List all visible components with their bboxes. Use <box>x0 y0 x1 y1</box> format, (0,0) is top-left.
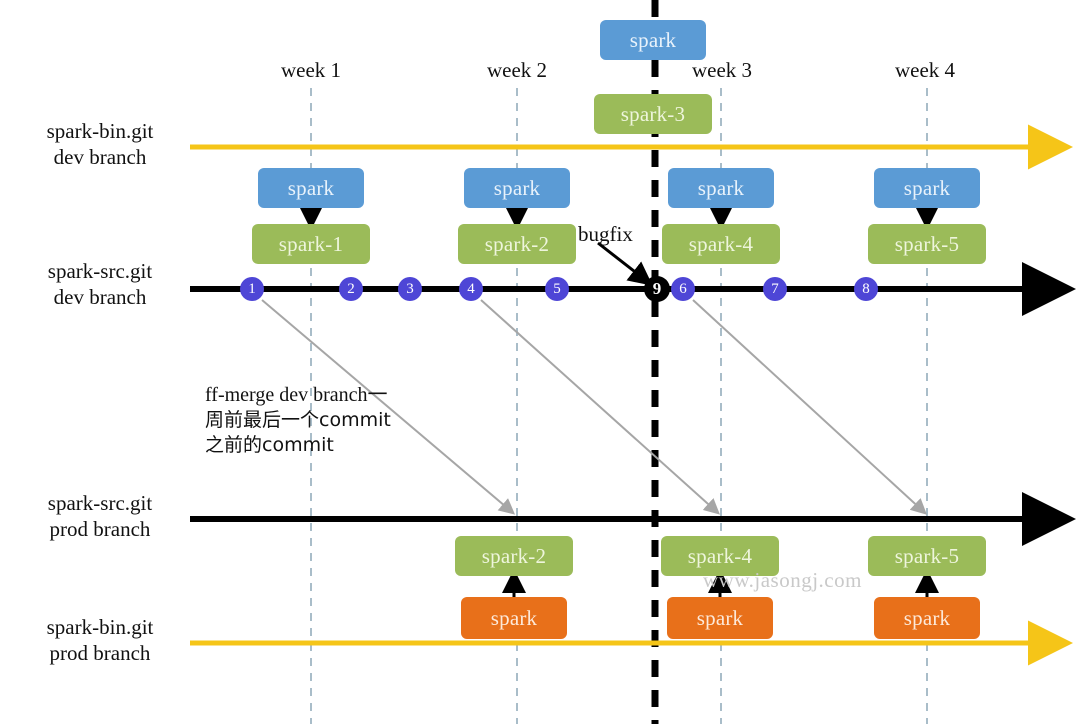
row-label-line2: prod branch <box>49 517 151 541</box>
dev-green-spark1-box[interactable]: spark-1 <box>252 224 370 264</box>
dev-blue-spark-box-3[interactable]: spark <box>668 168 774 208</box>
watermark: www.jasongj.com <box>703 568 862 592</box>
ff-merge-note-line2: 周前最后一个commit <box>205 409 391 431</box>
dev-green-spark2-box[interactable]: spark-2 <box>458 224 576 264</box>
week-label-2: week 2 <box>486 58 548 82</box>
commit-dot-3[interactable]: 3 <box>398 277 422 301</box>
merge-arrow-6 <box>692 299 927 515</box>
dev-blue-spark-box-4[interactable]: spark <box>874 168 980 208</box>
week-label-4: week 4 <box>894 58 956 82</box>
commit-dot-8[interactable]: 8 <box>854 277 878 301</box>
row-label-line1: spark-bin.git <box>46 615 154 639</box>
boundary-blue-spark-box[interactable]: spark <box>600 20 706 60</box>
row-label-spark-src-dev: spark-src.git dev branch <box>6 258 194 310</box>
ff-merge-note-line3: 之前的commit <box>205 434 334 456</box>
row-label-spark-src-prod: spark-src.git prod branch <box>6 490 194 542</box>
row-label-line2: dev branch <box>53 145 147 169</box>
prod-orange-spark-box-3[interactable]: spark <box>874 597 980 639</box>
row-label-line2: prod branch <box>49 641 151 665</box>
dev-blue-spark-box-2[interactable]: spark <box>464 168 570 208</box>
ff-merge-note: ff-merge dev branch一 周前最后一个commit 之前的com… <box>205 383 391 458</box>
bugfix-arrow <box>597 241 653 286</box>
prod-green-spark4-box[interactable]: spark-4 <box>661 536 779 576</box>
commit-dot-1[interactable]: 1 <box>240 277 264 301</box>
row-label-line1: spark-src.git <box>47 491 153 515</box>
commit-dot-5[interactable]: 5 <box>545 277 569 301</box>
week-label-3: week 3 <box>691 58 753 82</box>
prod-green-spark2-box[interactable]: spark-2 <box>455 536 573 576</box>
dev-green-spark4-box[interactable]: spark-4 <box>662 224 780 264</box>
prod-orange-spark-box-1[interactable]: spark <box>461 597 567 639</box>
week-label-1: week 1 <box>280 58 342 82</box>
row-label-spark-bin-dev: spark-bin.git dev branch <box>6 118 194 170</box>
row-label-line1: spark-src.git <box>47 259 153 283</box>
dev-blue-spark-box-1[interactable]: spark <box>258 168 364 208</box>
dev-green-spark5-box[interactable]: spark-5 <box>868 224 986 264</box>
boundary-green-spark3-box[interactable]: spark-3 <box>594 94 712 134</box>
commit-dot-6[interactable]: 6 <box>671 277 695 301</box>
row-label-line2: dev branch <box>53 285 147 309</box>
commit-dot-2[interactable]: 2 <box>339 277 363 301</box>
commit-dot-4[interactable]: 4 <box>459 277 483 301</box>
row-label-spark-bin-prod: spark-bin.git prod branch <box>6 614 194 666</box>
week-guide-lines <box>310 88 928 724</box>
prod-green-spark5-box[interactable]: spark-5 <box>868 536 986 576</box>
commit-dot-9-bugfix[interactable]: 9 <box>644 276 670 302</box>
row-label-line1: spark-bin.git <box>46 119 154 143</box>
prod-orange-spark-box-2[interactable]: spark <box>667 597 773 639</box>
commit-dot-7[interactable]: 7 <box>763 277 787 301</box>
merge-arrow-4 <box>480 299 720 515</box>
ff-merge-note-line1: ff-merge dev branch一 <box>205 384 388 406</box>
bugfix-label: bugfix <box>578 222 633 246</box>
